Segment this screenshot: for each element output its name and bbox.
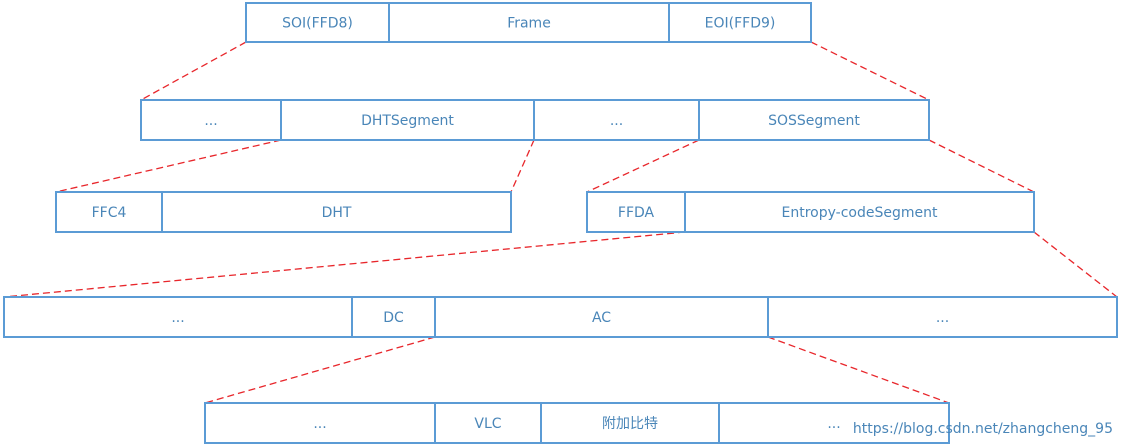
cell-label: EOI(FFD9) [705,16,776,32]
cell-box [586,191,686,233]
cell-box [540,402,720,444]
cell-label: FFDA [618,205,655,221]
row-entropy-coded: ... DC AC... [3,296,1118,338]
cell-entropy-codesegment: Entropy-codeSegment [684,191,1035,233]
cell-ffc4: FFC4 [55,191,163,233]
row-jpeg-file: SOI(FFD8) Frame EOI(FFD9) [245,2,812,43]
rows: SOI(FFD8) Frame EOI(FFD9)... DHTSegment... S… [3,2,1118,444]
row-frame: ... DHTSegment... SOSSegment [140,99,930,141]
cell-label: Entropy-codeSegment [782,205,938,221]
cell-box [245,2,390,43]
cell-label: FFC4 [92,205,127,221]
cell-ac: AC [434,296,769,338]
cell-box [434,402,542,444]
cell-box [3,296,353,338]
cell-label: ... [610,113,623,129]
cell-ellipsis: ... [3,296,353,338]
cell-ffda: FFDA [586,191,686,233]
cell-box [434,296,769,338]
row-ac-coefficients: ... VLC 附加比特... [204,402,950,444]
zoom-line [928,139,1035,193]
cell-ellipsis: ... [718,402,950,444]
cell-label: AC [592,310,611,326]
cell-box [388,2,670,43]
cell-vlc: VLC [434,402,542,444]
cell-dc: DC [351,296,436,338]
cell-label: VLC [474,416,501,432]
cell-additional-bits: 附加比特 [540,402,720,444]
cell-soi-ffd8: SOI(FFD8) [245,2,390,43]
cell-label: DHTSegment [361,113,454,129]
cell-frame: Frame [388,2,670,43]
cell-box [351,296,436,338]
cell-label: ... [171,310,184,326]
cell-label: ... [936,310,949,326]
cell-box [767,296,1118,338]
zoom-line [204,336,436,404]
zoom-line [55,139,282,193]
cell-label: DHT [322,205,352,221]
cell-ellipsis: ... [140,99,282,141]
zoom-line [510,139,535,193]
zoom-line [767,336,950,404]
cell-sossegment: SOSSegment [698,99,930,141]
zoom-line [1033,231,1118,298]
cell-box [204,402,436,444]
zoom-line [586,139,700,193]
cell-label: SOSSegment [768,113,860,129]
cell-ellipsis: ... [533,99,700,141]
cell-box [55,191,163,233]
cell-box [161,191,512,233]
cell-box [698,99,930,141]
cell-dht: DHT [161,191,512,233]
cell-label: SOI(FFD8) [282,16,353,32]
cell-label: ... [313,416,326,432]
cell-ellipsis: ... [767,296,1118,338]
cell-label: Frame [507,16,551,32]
zoom-line [3,231,686,298]
cell-box [684,191,1035,233]
row-segments: FFC4 DHT FFDA Entropy-codeSegment [55,191,1035,233]
cell-label: 附加比特 [602,416,658,432]
cell-label: ... [204,113,217,129]
cell-eoi-ffd9: EOI(FFD9) [668,2,812,43]
cell-label: ... [827,416,840,432]
cell-dhtsegment: DHTSegment [280,99,535,141]
cell-ellipsis: ... [204,402,436,444]
cell-label: DC [383,310,404,326]
cell-box [668,2,812,43]
zoom-lines [3,41,1118,404]
zoom-line [140,41,247,101]
zoom-line [810,41,930,101]
cell-box [718,402,950,444]
watermark: https://blog.csdn.net/zhangcheng_95 [853,421,1113,437]
